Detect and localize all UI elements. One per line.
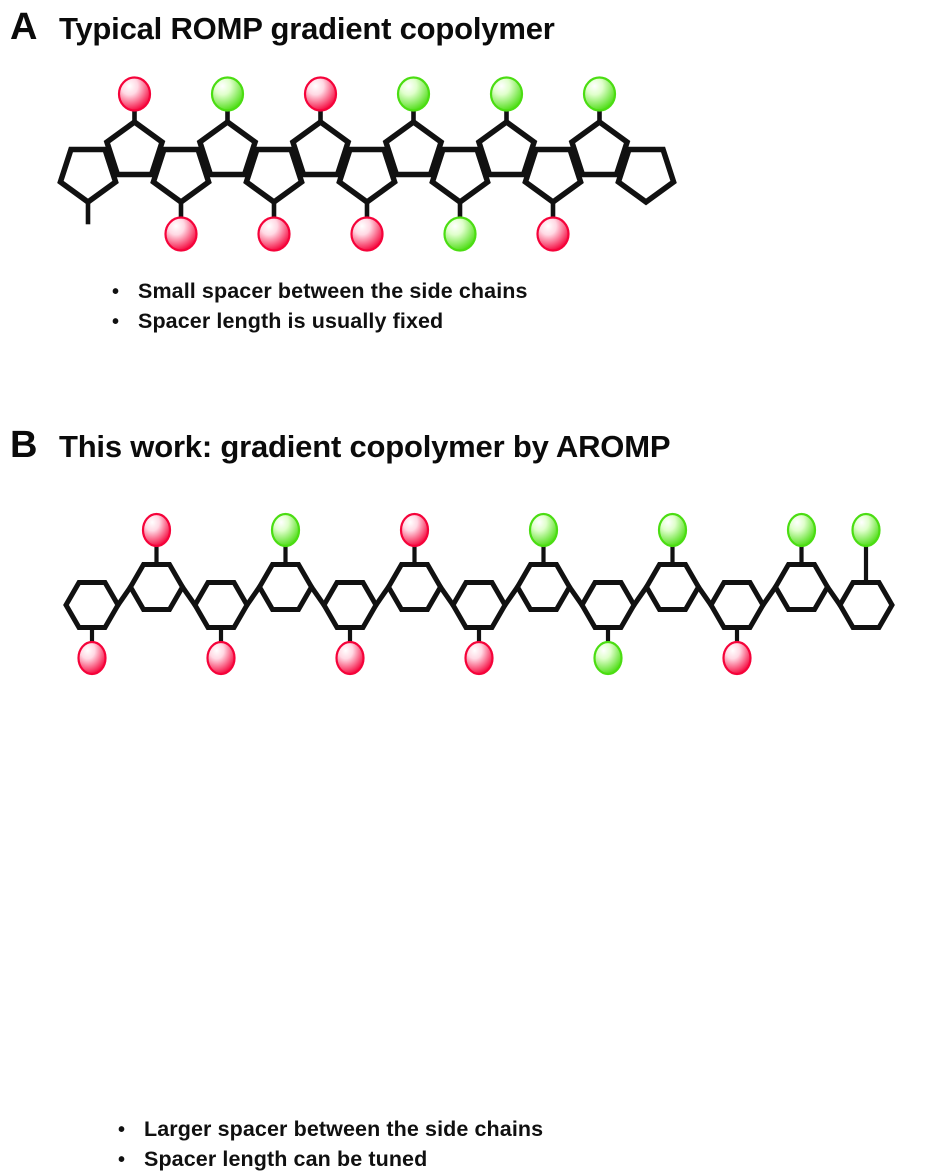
panel-b-letter: B (10, 424, 37, 467)
list-item: • Small spacer between the side chains (112, 277, 528, 307)
bullet-icon: • (112, 309, 138, 337)
bullet-label: Small spacer between the side chains (138, 277, 528, 307)
panel-a-bullet-list: • Small spacer between the side chains •… (112, 277, 528, 336)
panel-a-polymer-diagram (0, 66, 950, 256)
panel-a-title: Typical ROMP gradient copolymer (59, 11, 555, 47)
hexagon-chain-svg (0, 508, 950, 678)
list-item: • Spacer length can be tuned (118, 1145, 543, 1174)
bullet-icon: • (112, 279, 138, 307)
panel-b-title: This work: gradient copolymer by AROMP (59, 429, 670, 465)
panel-b-polymer-diagram (0, 508, 950, 678)
panel-a-letter: A (10, 6, 37, 49)
bullet-icon: • (118, 1147, 144, 1174)
bullet-icon: • (118, 1117, 144, 1145)
bullet-label: Larger spacer between the side chains (144, 1115, 543, 1145)
bullet-label: Spacer length can be tuned (144, 1145, 427, 1174)
panel-a: A Typical ROMP gradient copolymer • Smal… (0, 0, 950, 410)
list-item: • Larger spacer between the side chains (118, 1115, 543, 1145)
pentagon-chain-svg (0, 66, 950, 256)
list-item: • Spacer length is usually fixed (112, 307, 528, 337)
panel-b: B This work: gradient copolymer by AROMP… (0, 418, 950, 772)
panel-b-heading: B This work: gradient copolymer by AROMP (10, 424, 670, 467)
panel-b-bullet-list: • Larger spacer between the side chains … (118, 1115, 543, 1174)
panel-a-heading: A Typical ROMP gradient copolymer (10, 6, 555, 49)
bullet-label: Spacer length is usually fixed (138, 307, 443, 337)
